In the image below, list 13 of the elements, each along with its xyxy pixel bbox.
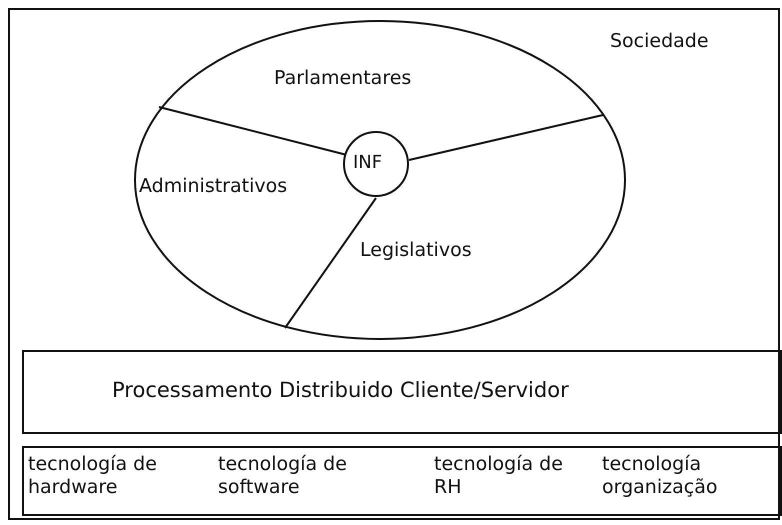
technology-label: tecnología de hardware [28, 453, 158, 499]
technology-label: tecnología organização [602, 453, 718, 499]
center-label: INF [353, 152, 382, 174]
society-label: Sociedade [610, 30, 709, 53]
container-box [22, 446, 782, 516]
layer-label: Processamento Distribuido Cliente/Servidor [112, 378, 569, 404]
technology-label: tecnología de RH [434, 453, 564, 499]
sector-label: Legislativos [360, 239, 472, 262]
technology-label: tecnología de software [218, 453, 348, 499]
sector-label: Parlamentares [274, 67, 412, 90]
sector-label: Administrativos [139, 175, 288, 198]
container-box [8, 8, 780, 520]
container-box [22, 350, 782, 434]
